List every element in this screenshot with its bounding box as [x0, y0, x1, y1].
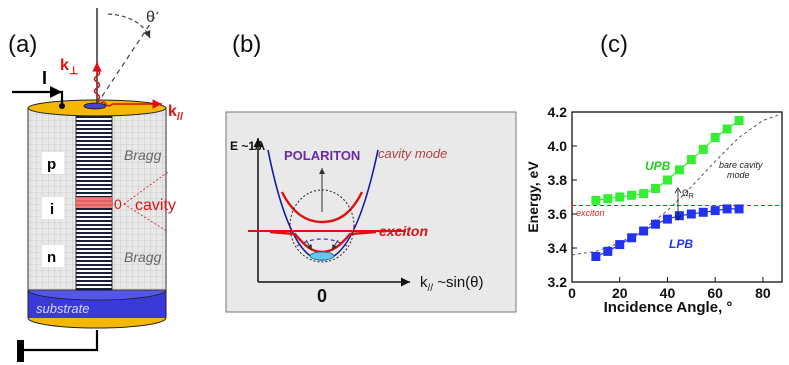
- upb-point: [734, 116, 744, 125]
- upb-point: [722, 124, 732, 134]
- upb-point: [615, 192, 625, 202]
- upb-point: [639, 189, 649, 199]
- panel-b: (b) E ~1/λ POLARITON cavity mode exciton…: [225, 31, 517, 313]
- y-tick-label: 4.2: [548, 104, 568, 120]
- lpb-point: [734, 204, 744, 214]
- lpb-point: [651, 219, 661, 229]
- upb-point: [651, 184, 661, 193]
- upb-point: [674, 165, 684, 175]
- lpb-point: [662, 214, 672, 224]
- lpb-point: [686, 209, 696, 219]
- rabi-label: ΩR: [682, 188, 694, 200]
- y-axis-label: Energy, eV: [525, 161, 541, 233]
- upb-point: [591, 195, 601, 205]
- lpb-point: [603, 246, 613, 256]
- condensate: [309, 251, 335, 261]
- panel-b-box: [225, 111, 517, 313]
- upb-point: [627, 190, 637, 200]
- x-tick-label: 80: [755, 285, 771, 301]
- panel-a: (a) substrate I p i n Bragg Bragg: [8, 8, 183, 362]
- k-axis-label: k// ~sin(θ): [420, 274, 484, 294]
- lpb-label: LPB: [669, 237, 693, 251]
- upb-point: [698, 144, 708, 154]
- upb-point: [662, 175, 672, 185]
- bare-cavity-annotation-2: mode: [727, 170, 750, 180]
- ground-icon: [17, 340, 24, 362]
- x-tick-label: 20: [612, 285, 628, 301]
- current-label: I: [42, 68, 47, 88]
- upb-point: [686, 155, 696, 165]
- upper-branch: [280, 191, 364, 224]
- x-tick-label: 0: [568, 285, 576, 301]
- y-tick-label: 3.4: [548, 240, 568, 256]
- cavity-layer: [76, 197, 112, 208]
- panel-c-label: (c): [600, 31, 628, 58]
- bragg-top-label: Bragg: [124, 147, 162, 163]
- lpb-point: [710, 206, 720, 216]
- energy-axis-label: E ~1/λ: [230, 139, 265, 153]
- y-tick-label: 4.0: [548, 138, 568, 154]
- x-axis-label: Incidence Angle, °: [604, 299, 733, 316]
- cavity-mode-label: cavity mode: [378, 146, 447, 161]
- bare-cavity-annotation-1: bare cavity: [719, 160, 763, 170]
- upb-point: [603, 194, 613, 204]
- panel-c: (c) 0 20 40 60 80 3.2 3.4 3.6 3.8 4.0 4.2 Energy, …: [525, 31, 783, 316]
- k-perp-label: k⊥: [60, 57, 79, 77]
- photon-vertical: [93, 69, 101, 101]
- lpb-point: [639, 226, 649, 236]
- layer-n-label: n: [47, 249, 56, 266]
- panel-a-label: (a): [8, 31, 37, 58]
- y-tick-label: 3.2: [548, 274, 568, 290]
- photon-horizontal: [99, 101, 113, 107]
- lpb-point: [674, 211, 684, 221]
- x-tick-label: 60: [707, 285, 723, 301]
- theta-label: θ: [146, 9, 155, 26]
- layer-i-label: i: [50, 201, 54, 218]
- cavity-label: cavity: [135, 197, 176, 214]
- zero-label: 0: [317, 286, 327, 306]
- plot-points: [591, 116, 744, 261]
- lpb-point: [627, 233, 637, 243]
- exciton-annotation: exciton: [576, 208, 605, 218]
- layer-p-label: p: [47, 156, 56, 173]
- y-tick-label: 3.6: [548, 206, 568, 222]
- lpb-point: [615, 240, 625, 250]
- k-par-label: k//: [168, 103, 183, 123]
- y-tick-label: 3.8: [548, 172, 568, 188]
- lpb-point: [722, 204, 732, 214]
- x-tick-label: 40: [660, 285, 676, 301]
- svg-text:0: 0: [114, 196, 122, 212]
- lpb-point: [698, 207, 708, 217]
- axis-ticks: 0 20 40 60 80 3.2 3.4 3.6 3.8 4.0 4.2: [548, 104, 771, 301]
- panel-b-label: (b): [232, 31, 261, 58]
- bragg-bottom-label: Bragg: [124, 249, 162, 265]
- exciton-label: exciton: [379, 223, 428, 239]
- ground-lead: [24, 330, 99, 352]
- aperture: [83, 102, 107, 110]
- oblique-line: [96, 11, 159, 105]
- lpb-point: [591, 252, 601, 261]
- upb-label: UPB: [645, 159, 671, 173]
- upb-point: [710, 133, 720, 142]
- substrate-label: substrate: [36, 301, 89, 316]
- polariton-label: POLARITON: [284, 148, 360, 163]
